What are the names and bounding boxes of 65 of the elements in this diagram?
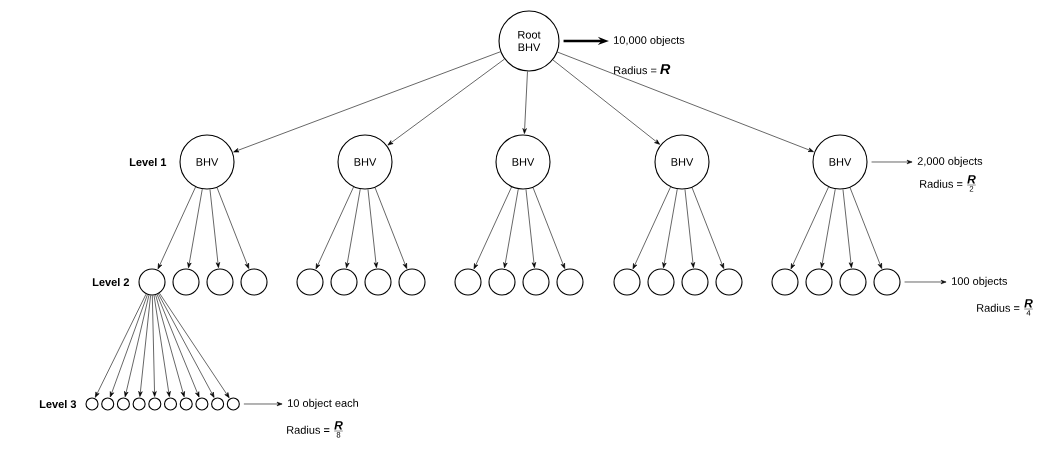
tree-node-circle (364, 268, 392, 296)
arrow (849, 187, 883, 269)
arrow (632, 186, 671, 270)
arrow (109, 294, 148, 398)
arrow (156, 294, 200, 398)
tree-node-circle (206, 268, 234, 296)
arrow (345, 188, 361, 269)
arrow (871, 159, 913, 165)
arrow (503, 188, 519, 269)
arrow (552, 59, 660, 145)
arrow (124, 294, 150, 398)
tree-node-circle (522, 268, 550, 296)
tree-node-circle (240, 268, 268, 296)
arrow (153, 295, 171, 397)
arrow (842, 189, 853, 268)
tree-node-circle (613, 268, 641, 296)
tree-node-circle (681, 268, 709, 296)
tree-node-circle (805, 268, 833, 296)
arrow (473, 186, 512, 270)
level-label: Level 1 (129, 157, 167, 167)
arrow (209, 189, 221, 268)
level-label: Level 2 (92, 277, 130, 287)
tree-node-circle (556, 268, 584, 296)
level-label: Level 3 (39, 399, 77, 409)
tree-node-circle (138, 268, 166, 296)
arrow (95, 293, 147, 398)
arrow (532, 187, 566, 269)
arrow (243, 401, 283, 407)
arrow (315, 186, 354, 270)
arrow (904, 279, 947, 285)
arrow (662, 188, 678, 269)
tree-node-circle (454, 268, 482, 296)
tree-node-circle (330, 268, 358, 296)
tree-node-circle (839, 268, 867, 296)
tree-node-circle (715, 268, 743, 296)
arrow (138, 295, 151, 397)
arrow (155, 294, 185, 398)
arrow (216, 187, 250, 269)
arrow (233, 51, 501, 153)
arrow (187, 188, 203, 269)
tree-node-circle (771, 268, 799, 296)
arrow (159, 292, 230, 399)
tree-node-circle (647, 268, 675, 296)
count-and-radius-label: 2,000 objects $\text{Radius} \mathrel{\text{=}} \frac{\text{\large\textbf{\textit{R}}}}{\text{2}}$ (917, 156, 983, 192)
arrow (367, 189, 379, 268)
arrow (374, 187, 408, 269)
arrow (158, 293, 215, 398)
arrow (525, 189, 536, 268)
tree-node-circle (296, 268, 324, 296)
count-and-radius-label: 10,000 objects $\text{Radius} \mathrel{\text{=}} \text{\Large\textbf{\textit{R}}}$ (614, 35, 685, 75)
arrow (157, 186, 196, 270)
tree-node-circle (873, 268, 901, 296)
arrow (557, 51, 814, 152)
arrow (790, 186, 829, 270)
arrow (820, 188, 836, 269)
tree-node-circle (172, 268, 200, 296)
count-and-radius-label: 10 object each $\text{Radius} \mathrel{\text{=}} \frac{\text{\large\textbf{\textit{R}}}}{\text{8}}$ (287, 398, 358, 438)
arrow (691, 187, 725, 269)
arrow (684, 189, 695, 268)
arrow (152, 295, 157, 397)
arrow (522, 71, 528, 134)
tree-node-circle (398, 268, 426, 296)
tree-node-circle (488, 268, 516, 296)
count-and-radius-label: 100 objects $\text{Radius} \mathrel{\text{=}} \frac{\text{\large\textbf{\textit{R}}}}{\text{4}}$ (952, 276, 1033, 316)
arrow (387, 58, 505, 146)
